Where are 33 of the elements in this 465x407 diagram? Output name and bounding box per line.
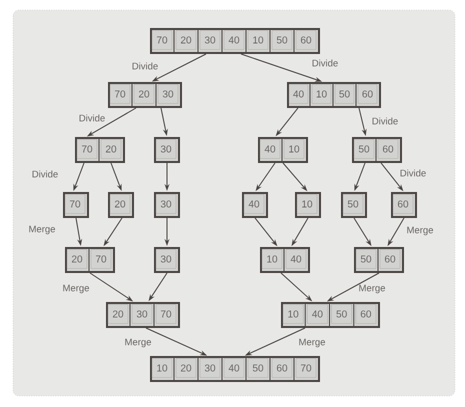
edge-label: Divide bbox=[400, 170, 426, 176]
edge-label: Merge bbox=[299, 338, 326, 348]
array-box: 50 60 bbox=[352, 136, 402, 163]
array-box: 40 bbox=[242, 192, 268, 218]
edge-label: Divide bbox=[80, 114, 105, 122]
edge-label: Divide bbox=[312, 60, 338, 66]
array-box: 10 40 bbox=[260, 246, 310, 273]
edge-label: Divide bbox=[372, 118, 398, 124]
array-box: 10 20 30 40 50 60 70 bbox=[150, 356, 320, 382]
array-box: 20 30 70 bbox=[106, 302, 180, 328]
array-box: 30 bbox=[154, 247, 180, 273]
array-box: 40 10 bbox=[258, 136, 308, 163]
array-box: 70 20 bbox=[75, 136, 125, 163]
array-box: 10 bbox=[295, 192, 321, 218]
array-box: 10 40 50 60 bbox=[281, 302, 380, 328]
array-box: 20 70 bbox=[65, 246, 115, 273]
edge-label: Merge bbox=[29, 226, 56, 234]
edge-label: Merge bbox=[125, 338, 152, 348]
edge-label: Merge bbox=[63, 284, 90, 294]
array-box: 20 bbox=[108, 192, 134, 218]
array-box: 60 bbox=[391, 192, 417, 218]
array-box: 50 60 bbox=[354, 246, 404, 273]
array-box: 40 10 50 60 bbox=[287, 82, 381, 108]
edge-label: Divide bbox=[132, 62, 158, 70]
array-box: 70 20 30 40 10 50 60 bbox=[150, 28, 320, 54]
edge-label: Divide bbox=[32, 170, 58, 178]
edge-label: Merge bbox=[407, 226, 434, 236]
edge-label: Merge bbox=[359, 284, 386, 294]
array-box: 70 20 30 bbox=[108, 82, 182, 108]
array-box: 30 bbox=[154, 137, 180, 163]
array-box: 30 bbox=[154, 192, 180, 218]
array-box: 70 bbox=[63, 192, 89, 218]
array-box: 50 bbox=[341, 192, 367, 218]
